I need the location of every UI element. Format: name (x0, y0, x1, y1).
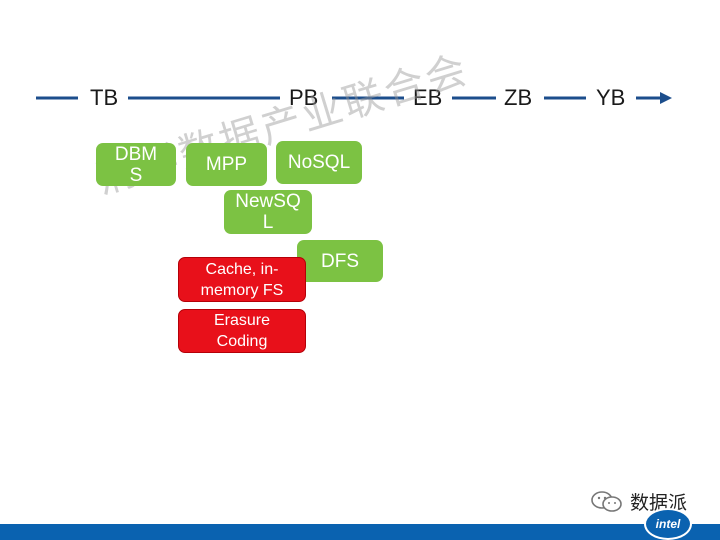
tag-label: NewSQ L (235, 191, 301, 233)
wechat-icon (591, 490, 622, 512)
tag-cache: Cache, in-memory FS (178, 257, 306, 302)
tag-label: Erasure Coding (213, 312, 271, 350)
tag-nosql: NoSQL (276, 141, 362, 184)
tag-dbms: DBM S (96, 143, 176, 186)
arrow-head-icon (660, 92, 672, 104)
tag-label: MPP (205, 154, 248, 175)
intel-logo-text: intel (655, 517, 681, 531)
tag-label: DFS (321, 250, 359, 272)
scale-label-yb: YB (596, 85, 626, 110)
scale-label-pb: PB (289, 85, 319, 110)
footer-bar (0, 524, 720, 540)
scale-label-tb: TB (90, 85, 119, 110)
tag-newsql: NewSQ L (224, 190, 312, 234)
tag-label: DBM S (114, 143, 158, 186)
scale-label-eb: EB (413, 85, 443, 110)
tag-label: NoSQL (287, 152, 351, 173)
tag-dfs: DFS (297, 240, 383, 282)
intel-logo: intel (644, 508, 692, 540)
tag-label: Cache, in-memory FS (200, 260, 284, 299)
tag-erasure: Erasure Coding (178, 309, 306, 353)
scale-label-zb: ZB (504, 85, 533, 110)
tag-mpp: MPP (186, 143, 267, 186)
